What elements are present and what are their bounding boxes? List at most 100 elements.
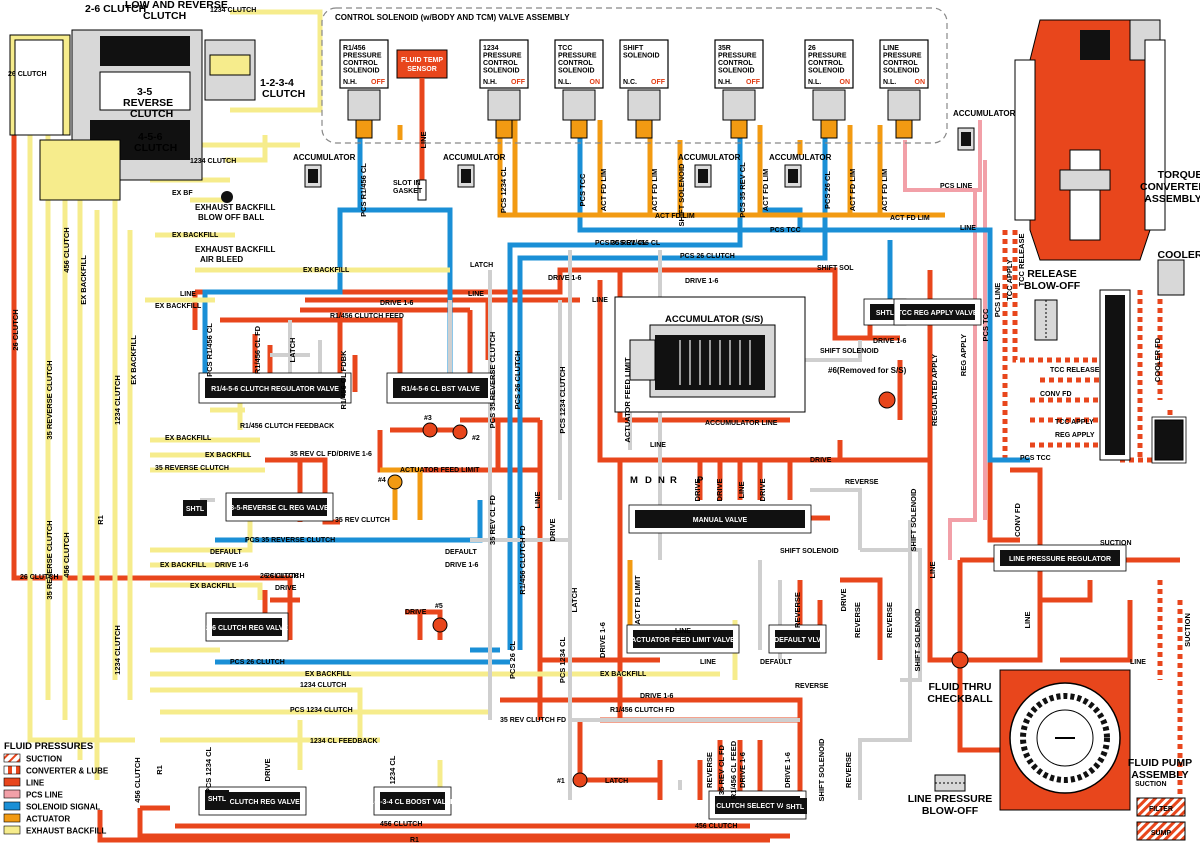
passage-label: 456 CLUTCH	[380, 821, 422, 828]
filter-label: FILTER	[1149, 806, 1173, 813]
valve-label: MANUAL VALVE	[693, 517, 748, 524]
passage-label-vertical: REVERSE	[885, 602, 894, 638]
passage-label-vertical: 1234 CLUTCH	[113, 625, 122, 675]
passage-label: LINE	[592, 297, 608, 304]
passage-label: PCS 35 REVERSE CLUTCH	[245, 537, 335, 544]
passage-label-vertical: PCS 1234 CL	[204, 746, 213, 793]
accumulator-ss	[614, 296, 806, 413]
label-accumulator-2: ACCUMULATOR	[443, 153, 506, 162]
prndl-D: D	[645, 475, 652, 486]
passage-label-vertical: EX BACKFILL	[129, 335, 138, 385]
passage-label-vertical: COOLER FD	[1153, 337, 1162, 382]
passage-label: #3	[424, 415, 432, 422]
solenoid-state: ON	[840, 79, 851, 86]
legend-label: CONVERTER & LUBE	[26, 767, 109, 776]
passage-label-vertical: ACT FD LIM	[761, 169, 770, 212]
passage-label-vertical: 456 CLUTCH	[133, 757, 142, 802]
passage-label: ACCUMULATOR LINE	[705, 420, 778, 427]
passage-label-vertical: PCS 26 CLUTCH	[513, 351, 522, 410]
label-checkball-1: FLUID THRU	[929, 681, 992, 693]
label-accumulator-1: ACCUMULATOR	[293, 153, 356, 162]
label-release-1: RELEASE	[1027, 268, 1077, 280]
valve-label: CLUTCH SELECT VALVE	[716, 803, 799, 810]
passage-label: CONV FD	[1040, 391, 1072, 398]
passage-label: SHIFT SOL	[817, 265, 854, 272]
passage-label: EX BACKFILL	[600, 671, 647, 678]
passage-label: R1/456 CLUTCH FEED	[330, 313, 404, 320]
fluid-temp-sensor-label: FLUID TEMP	[401, 57, 443, 64]
solenoid-assembly-frame	[321, 7, 948, 144]
valve-r1456-reg: R1/4-5-6 CLUTCH REGULATOR VALVE	[198, 372, 352, 404]
passage-label-vertical: ACT FD LIM	[848, 169, 857, 212]
label-torque-2: CONVERTER	[1140, 181, 1200, 193]
valve-shtl-extra: SHTL	[205, 790, 229, 806]
legend-label: PCS LINE	[26, 791, 64, 800]
label-lp-blowoff-2: BLOW-OFF	[922, 805, 979, 817]
solenoid-name-line: CONTROL	[558, 60, 593, 67]
passage-label: TCC RELEASE	[1050, 367, 1100, 374]
passage-label-vertical: PCS 26 CL	[823, 171, 832, 209]
passage-label: SUCTION	[1100, 540, 1132, 547]
solenoid-name-line: TCC	[558, 45, 572, 52]
passage-label: DEFAULT	[210, 549, 242, 556]
valve-label: 2-6 CLUTCH REG VALVE	[206, 625, 289, 632]
solenoid-name-line: SOLENOID	[623, 53, 660, 60]
passage-label: 26 CLUTCH	[260, 573, 299, 580]
solenoid-type: N.L.	[883, 79, 896, 86]
solenoid-state: ON	[915, 79, 926, 86]
passage-label-vertical: ACT FD LIM	[599, 169, 608, 212]
passage-label-vertical: EX BACKFILL	[79, 255, 88, 305]
passage-label: DRIVE 1-6	[548, 275, 582, 282]
label-low-reverse-2: CLUTCH	[143, 10, 186, 22]
label-air-bleed-1: EXHAUST BACKFILL	[195, 245, 276, 254]
solenoid-name-line: 35R	[718, 45, 731, 52]
passage-label-vertical: PCS 1234 CL	[499, 166, 508, 213]
passage-label-vertical: R1/456 CL FEED	[729, 740, 738, 799]
passage-label-vertical: LINE	[533, 491, 542, 508]
passage-label: LINE	[180, 291, 196, 298]
sump-label: SUMP	[1151, 830, 1172, 837]
label-slot-2: GASKET	[393, 188, 423, 195]
passage-label-vertical: TCC APPLY	[1005, 259, 1014, 301]
passage-label-vertical: DRIVE 1-6	[598, 622, 607, 658]
passage-label-vertical: ACT FD LIM	[880, 169, 889, 212]
legend-swatch	[3, 789, 21, 799]
passage-label: SUCTION	[1135, 781, 1167, 788]
solenoid-type: N.H.	[343, 79, 357, 86]
passage-label-vertical: SHIFT SOLENOID	[913, 608, 922, 672]
passage-label: DRIVE 1-6	[215, 562, 249, 569]
passage-label: 26 CLUTCH	[20, 574, 59, 581]
clutch-packs	[9, 29, 256, 201]
passage-label: REVERSE	[845, 479, 879, 486]
passage-label: ACTUATOR FEED LIMIT	[400, 467, 480, 474]
prndl-N: N	[658, 475, 665, 486]
passage-label-vertical: DRIVE	[548, 519, 557, 542]
label-accumulator-4: ACCUMULATOR	[769, 153, 832, 162]
label-torque-3: ASSEMBLY	[1144, 193, 1200, 205]
valve-label: 1-2-3-4 CL BOOST VALVE	[370, 799, 455, 806]
passage-label: 35 REV CL FD/DRIVE 1-6	[290, 451, 372, 458]
legend-swatch	[3, 753, 21, 763]
solenoid-state: OFF	[746, 79, 761, 86]
label-456-clutch-1: 4-5-6	[138, 131, 163, 143]
passage-label-vertical: DRIVE 1-6	[738, 752, 747, 788]
passage-label-vertical: SUCTION	[1183, 613, 1192, 647]
passage-label-vertical: DRIVE	[839, 589, 848, 612]
legend-swatch	[3, 801, 21, 811]
passage-label: SHIFT SOLENOID	[820, 348, 879, 355]
legend-swatch	[3, 765, 21, 775]
solenoid-name-line: PRESSURE	[483, 53, 522, 60]
solenoid-name-line: SOLENOID	[883, 68, 920, 75]
valve-clutch-26-reg: 2-6 CLUTCH REG VALVE	[205, 612, 289, 642]
solenoid-name-line: CONTROL	[718, 60, 753, 67]
passage-label-vertical: R1/456 CLUTCH FD	[518, 525, 527, 595]
prndl-R: R	[670, 475, 677, 486]
passage-label: DRIVE 1-6	[380, 300, 414, 307]
label-lp-blowoff-1: LINE PRESSURE	[908, 793, 993, 805]
passage-label-vertical: PCS TCC	[981, 308, 990, 342]
